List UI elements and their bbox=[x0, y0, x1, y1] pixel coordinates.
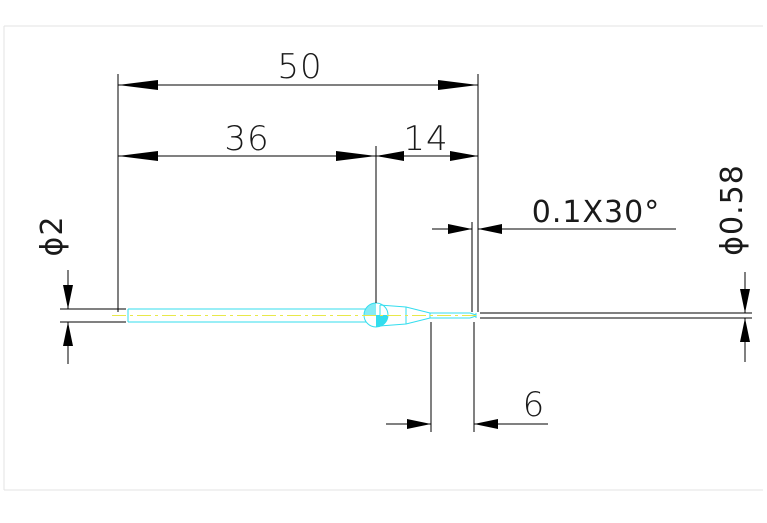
dim-label-dia-058: ϕ0.58 bbox=[715, 164, 750, 256]
arrow-right bbox=[450, 151, 478, 161]
arrow-left bbox=[407, 419, 431, 429]
dim-label-36: 36 bbox=[224, 119, 269, 159]
dim-label-14: 14 bbox=[403, 119, 448, 159]
arrow-right bbox=[336, 151, 376, 161]
arrow-top bbox=[63, 285, 73, 309]
dimension-body-diameter: ϕ2 bbox=[35, 216, 126, 364]
collar-quadrant bbox=[376, 315, 388, 327]
dimension-neck: 14 bbox=[376, 119, 478, 161]
tip-chamfer-bottom bbox=[469, 315, 477, 319]
arrow-right bbox=[478, 224, 502, 234]
arrow-top bbox=[740, 289, 750, 313]
arrow-right bbox=[474, 419, 498, 429]
arrow-bottom bbox=[63, 322, 73, 346]
arrow-right bbox=[438, 80, 478, 90]
dim-label-6: 6 bbox=[523, 385, 546, 425]
collar-quadrant-2 bbox=[364, 303, 376, 315]
arrow-left bbox=[376, 151, 404, 161]
tip-chamfer-top bbox=[469, 312, 477, 316]
neck-taper-top bbox=[379, 304, 470, 314]
arrow-left bbox=[448, 224, 472, 234]
dimension-chamfer: 0.1X30° bbox=[432, 195, 676, 312]
arrow-left bbox=[118, 80, 158, 90]
dimension-tip-diameter: ϕ0.58 bbox=[480, 164, 752, 362]
dimension-body: 36 bbox=[118, 119, 377, 303]
dimension-overall: 50 bbox=[117, 47, 479, 312]
neck-taper-bottom bbox=[379, 317, 470, 327]
dim-label-chamfer: 0.1X30° bbox=[532, 195, 660, 230]
dim-label-50: 50 bbox=[277, 47, 322, 87]
dim-label-dia-2: ϕ2 bbox=[35, 216, 70, 257]
arrow-bottom bbox=[740, 318, 750, 342]
arrow-left bbox=[118, 151, 158, 161]
dimension-tip: 6 bbox=[386, 322, 548, 432]
